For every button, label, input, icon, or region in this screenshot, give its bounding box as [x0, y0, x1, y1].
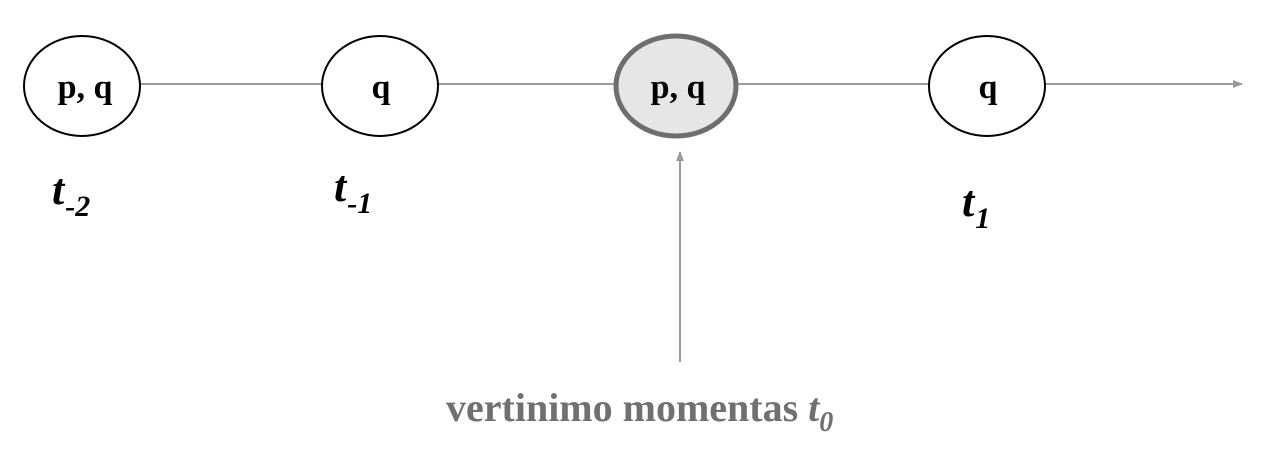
time-label-base: t [334, 162, 347, 211]
time-label-subscript: 1 [975, 202, 991, 235]
time-label-t-1: t-1 [334, 162, 372, 219]
state-label-t1: q [978, 69, 998, 106]
time-label-subscript: -2 [65, 190, 91, 223]
time-label-base: t [962, 177, 975, 226]
time-label-subscript: -1 [347, 187, 373, 220]
caption-time-subscript: 0 [819, 407, 834, 438]
time-label-t-2: t-2 [52, 165, 90, 222]
state-node-t-2 [23, 35, 141, 137]
caption-time-base: t [808, 385, 820, 430]
state-node-t-1 [321, 35, 439, 137]
caption-time-symbol: t0 [808, 385, 833, 437]
state-node-t0 [613, 33, 739, 139]
caption-text: vertinimo momentas [446, 385, 799, 430]
time-label-base: t [52, 165, 65, 214]
state-label-t-2: p, q [57, 69, 113, 106]
state-node-t1 [928, 35, 1046, 137]
state-label-t-1: q [371, 69, 391, 106]
time-label-t1: t1 [962, 177, 990, 234]
state-label-t0: p, q [650, 69, 706, 106]
